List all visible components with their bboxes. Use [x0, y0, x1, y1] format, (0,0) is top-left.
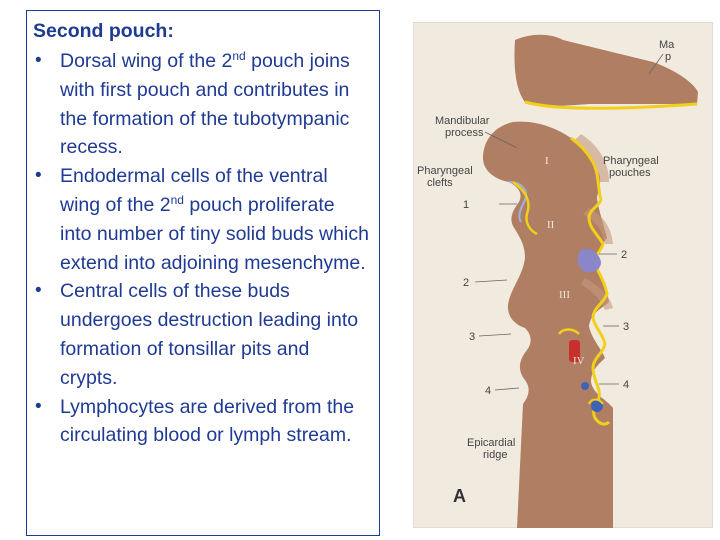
endoderm-line [524, 100, 698, 110]
embryo-diagram: I II III IV 1 2 3 4 2 3 4 Ma p Mandibula… [413, 22, 713, 528]
bullet-text: pouch joins with first pouch and contrib… [60, 50, 350, 159]
arch-shading [581, 278, 613, 310]
cleft-number: 3 [469, 331, 475, 343]
bullet-text: Central cells of these buds undergoes de… [60, 280, 359, 389]
mandibular-process-label: process [445, 127, 484, 139]
ordinal-suffix: nd [232, 49, 246, 63]
epicardial-ridge-label: ridge [483, 449, 507, 461]
pouch-number: 4 [623, 379, 629, 391]
bullet-text: Endodermal cells of the ventral wing of … [60, 165, 328, 216]
pharyngeal-clefts-label: clefts [427, 177, 453, 189]
pouch-3-parathyroid-bud [569, 340, 580, 362]
pouch-4-endoderm [588, 398, 604, 405]
bullet-item: Central cells of these buds undergoes de… [33, 277, 371, 392]
bullet-item: Dorsal wing of the 2nd pouch joins with … [33, 47, 371, 162]
arch-numeral: IV [573, 355, 585, 367]
bullet-list: Dorsal wing of the 2nd pouch joins with … [33, 47, 371, 450]
bullet-text: Lymphocytes are derived from the circula… [60, 395, 355, 447]
top-right-label: p [665, 51, 671, 63]
pouch-number: 3 [623, 321, 629, 333]
pouch-4-bud [581, 382, 589, 390]
ordinal-suffix: nd [170, 192, 184, 207]
pharyngeal-arches-body [483, 121, 613, 528]
cleft-1-outline [508, 181, 527, 223]
epicardial-ridge-label: Epicardial [467, 437, 515, 449]
text-panel: Second pouch: Dorsal wing of the 2nd pou… [26, 10, 380, 536]
slide-heading: Second pouch: [33, 20, 174, 42]
cleft-number: 4 [485, 385, 491, 397]
bullet-item: Endodermal cells of the ventral wing of … [33, 162, 371, 277]
panel-letter: A [453, 486, 466, 506]
top-right-label: Ma [659, 39, 675, 51]
arch-numeral: I [545, 155, 549, 167]
pharyngeal-endoderm-lining [570, 136, 611, 426]
pouch-4-bud [591, 400, 603, 412]
arch-numeral: III [559, 289, 570, 301]
bullet-text: pouch proliferate into number of tiny so… [60, 193, 369, 274]
pouch-2-tonsil-bud [577, 248, 601, 273]
pouch-number: 2 [621, 249, 627, 261]
pharyngeal-pouches-label: pouches [609, 167, 651, 179]
pharyngeal-clefts-label: Pharyngeal [417, 165, 473, 177]
mandibular-process-label: Mandibular [435, 115, 490, 127]
arch-numeral: II [547, 219, 555, 231]
cleft-1-endoderm [512, 180, 538, 236]
pouch-3-endoderm [557, 328, 580, 335]
maxillary-process-shape [514, 34, 698, 106]
bullet-text: Dorsal wing of the 2 [60, 50, 233, 72]
bullet-item: Lymphocytes are derived from the circula… [33, 393, 371, 451]
pharyngeal-pouches-label: Pharyngeal [603, 155, 659, 167]
cleft-number: 2 [463, 277, 469, 289]
pharyngeal-arches-illustration: I II III IV 1 2 3 4 2 3 4 Ma p Mandibula… [413, 22, 713, 528]
cleft-number: 1 [463, 199, 469, 211]
leader-lines [474, 53, 664, 391]
